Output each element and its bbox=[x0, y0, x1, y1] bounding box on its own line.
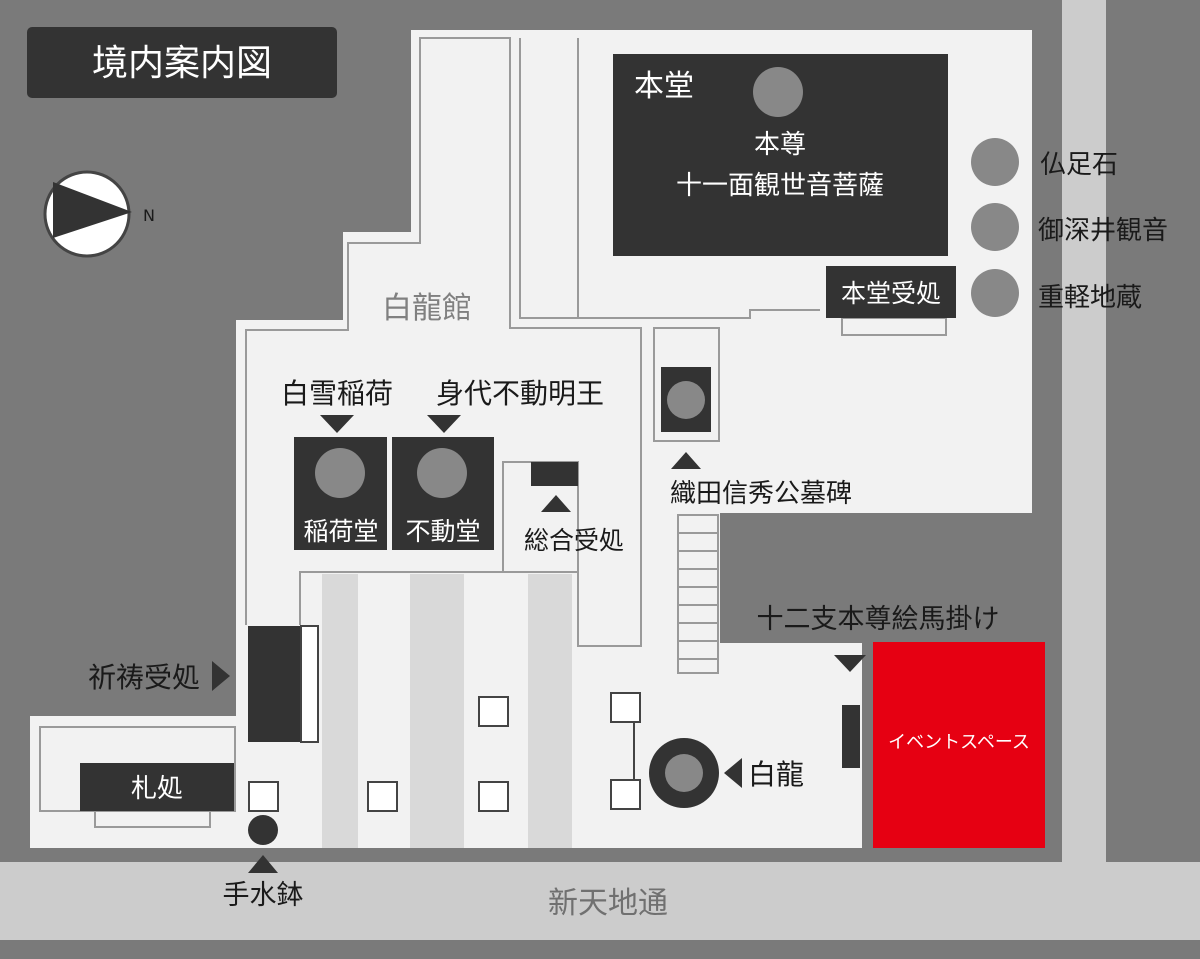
sogo-reception-building[interactable] bbox=[531, 462, 578, 486]
migawari-fudo-pointer-icon bbox=[427, 415, 461, 433]
honzon-title: 本尊 bbox=[754, 130, 806, 160]
hakuryu-label: 白龍 bbox=[748, 758, 804, 791]
honzon-marker bbox=[753, 67, 803, 117]
street-label: 新天地通 bbox=[548, 886, 668, 921]
hondo-label: 本堂 bbox=[634, 69, 694, 104]
oda-nobuhide-marker bbox=[667, 381, 705, 419]
event-space-label: イベントスペース bbox=[888, 732, 1030, 753]
sogo-reception-pointer-icon bbox=[541, 495, 571, 512]
street-shintenchi bbox=[0, 862, 1200, 940]
fudo-do-marker bbox=[417, 448, 467, 498]
juunishi-ema-label: 十二支本尊絵馬掛け bbox=[757, 604, 1000, 635]
juunishi-ema-board[interactable] bbox=[842, 705, 860, 768]
jukaru-jizo-marker[interactable] bbox=[971, 269, 1019, 317]
chozubachi-marker[interactable] bbox=[248, 815, 278, 845]
north-arrow-icon bbox=[53, 182, 132, 238]
title-panel bbox=[27, 27, 337, 98]
fuda-dokoro-building[interactable] bbox=[80, 763, 234, 811]
jukaru-jizo-label: 重軽地蔵 bbox=[1038, 283, 1142, 313]
side-street bbox=[1062, 0, 1106, 862]
inari-do-marker bbox=[315, 448, 365, 498]
map-title: 境内案内図 bbox=[92, 43, 272, 84]
busshoku-seki-label: 仏足石 bbox=[1040, 150, 1118, 180]
busshoku-seki-marker[interactable] bbox=[971, 138, 1019, 186]
lanterns bbox=[248, 692, 641, 812]
hakuryu-marker bbox=[665, 754, 703, 792]
juunishi-ema-pointer-icon bbox=[834, 655, 866, 672]
kito-reception-building[interactable] bbox=[248, 626, 301, 742]
honzon-name: 十一面観世音菩薩 bbox=[676, 171, 884, 201]
oda-nobuhide-label: 織田信秀公墓碑 bbox=[670, 479, 852, 509]
hakuryu-pointer-icon bbox=[724, 758, 742, 788]
approach-stripes bbox=[322, 574, 572, 848]
hakuryukan-label: 白龍館 bbox=[382, 291, 472, 326]
chozubachi-label: 手水鉢 bbox=[223, 880, 304, 911]
fuda-dokoro-label: 札処 bbox=[131, 774, 183, 804]
hondo-reception-building[interactable] bbox=[826, 266, 956, 318]
sogo-reception-label: 総合受処 bbox=[524, 526, 624, 555]
mifukai-kannon-marker[interactable] bbox=[971, 203, 1019, 251]
shirayuki-inari-pointer-icon bbox=[320, 415, 354, 433]
hondo-reception-label: 本堂受処 bbox=[841, 279, 941, 308]
shirayuki-inari-label: 白雪稲荷 bbox=[281, 377, 393, 410]
kito-reception-label: 祈祷受処 bbox=[88, 661, 200, 694]
oda-nobuhide-pointer-icon bbox=[671, 452, 701, 469]
compass-north-label: N bbox=[143, 206, 155, 225]
mifukai-kannon-label: 御深井観音 bbox=[1038, 216, 1168, 246]
event-space[interactable] bbox=[873, 642, 1045, 848]
kito-reception-counter bbox=[300, 625, 319, 743]
chozubachi-pointer-icon bbox=[248, 855, 278, 873]
migawari-fudo-label: 身代不動明王 bbox=[436, 377, 604, 410]
fudo-do-label: 不動堂 bbox=[405, 517, 480, 546]
kito-reception-pointer-icon bbox=[212, 661, 230, 691]
inari-do-label: 稲荷堂 bbox=[303, 517, 378, 546]
